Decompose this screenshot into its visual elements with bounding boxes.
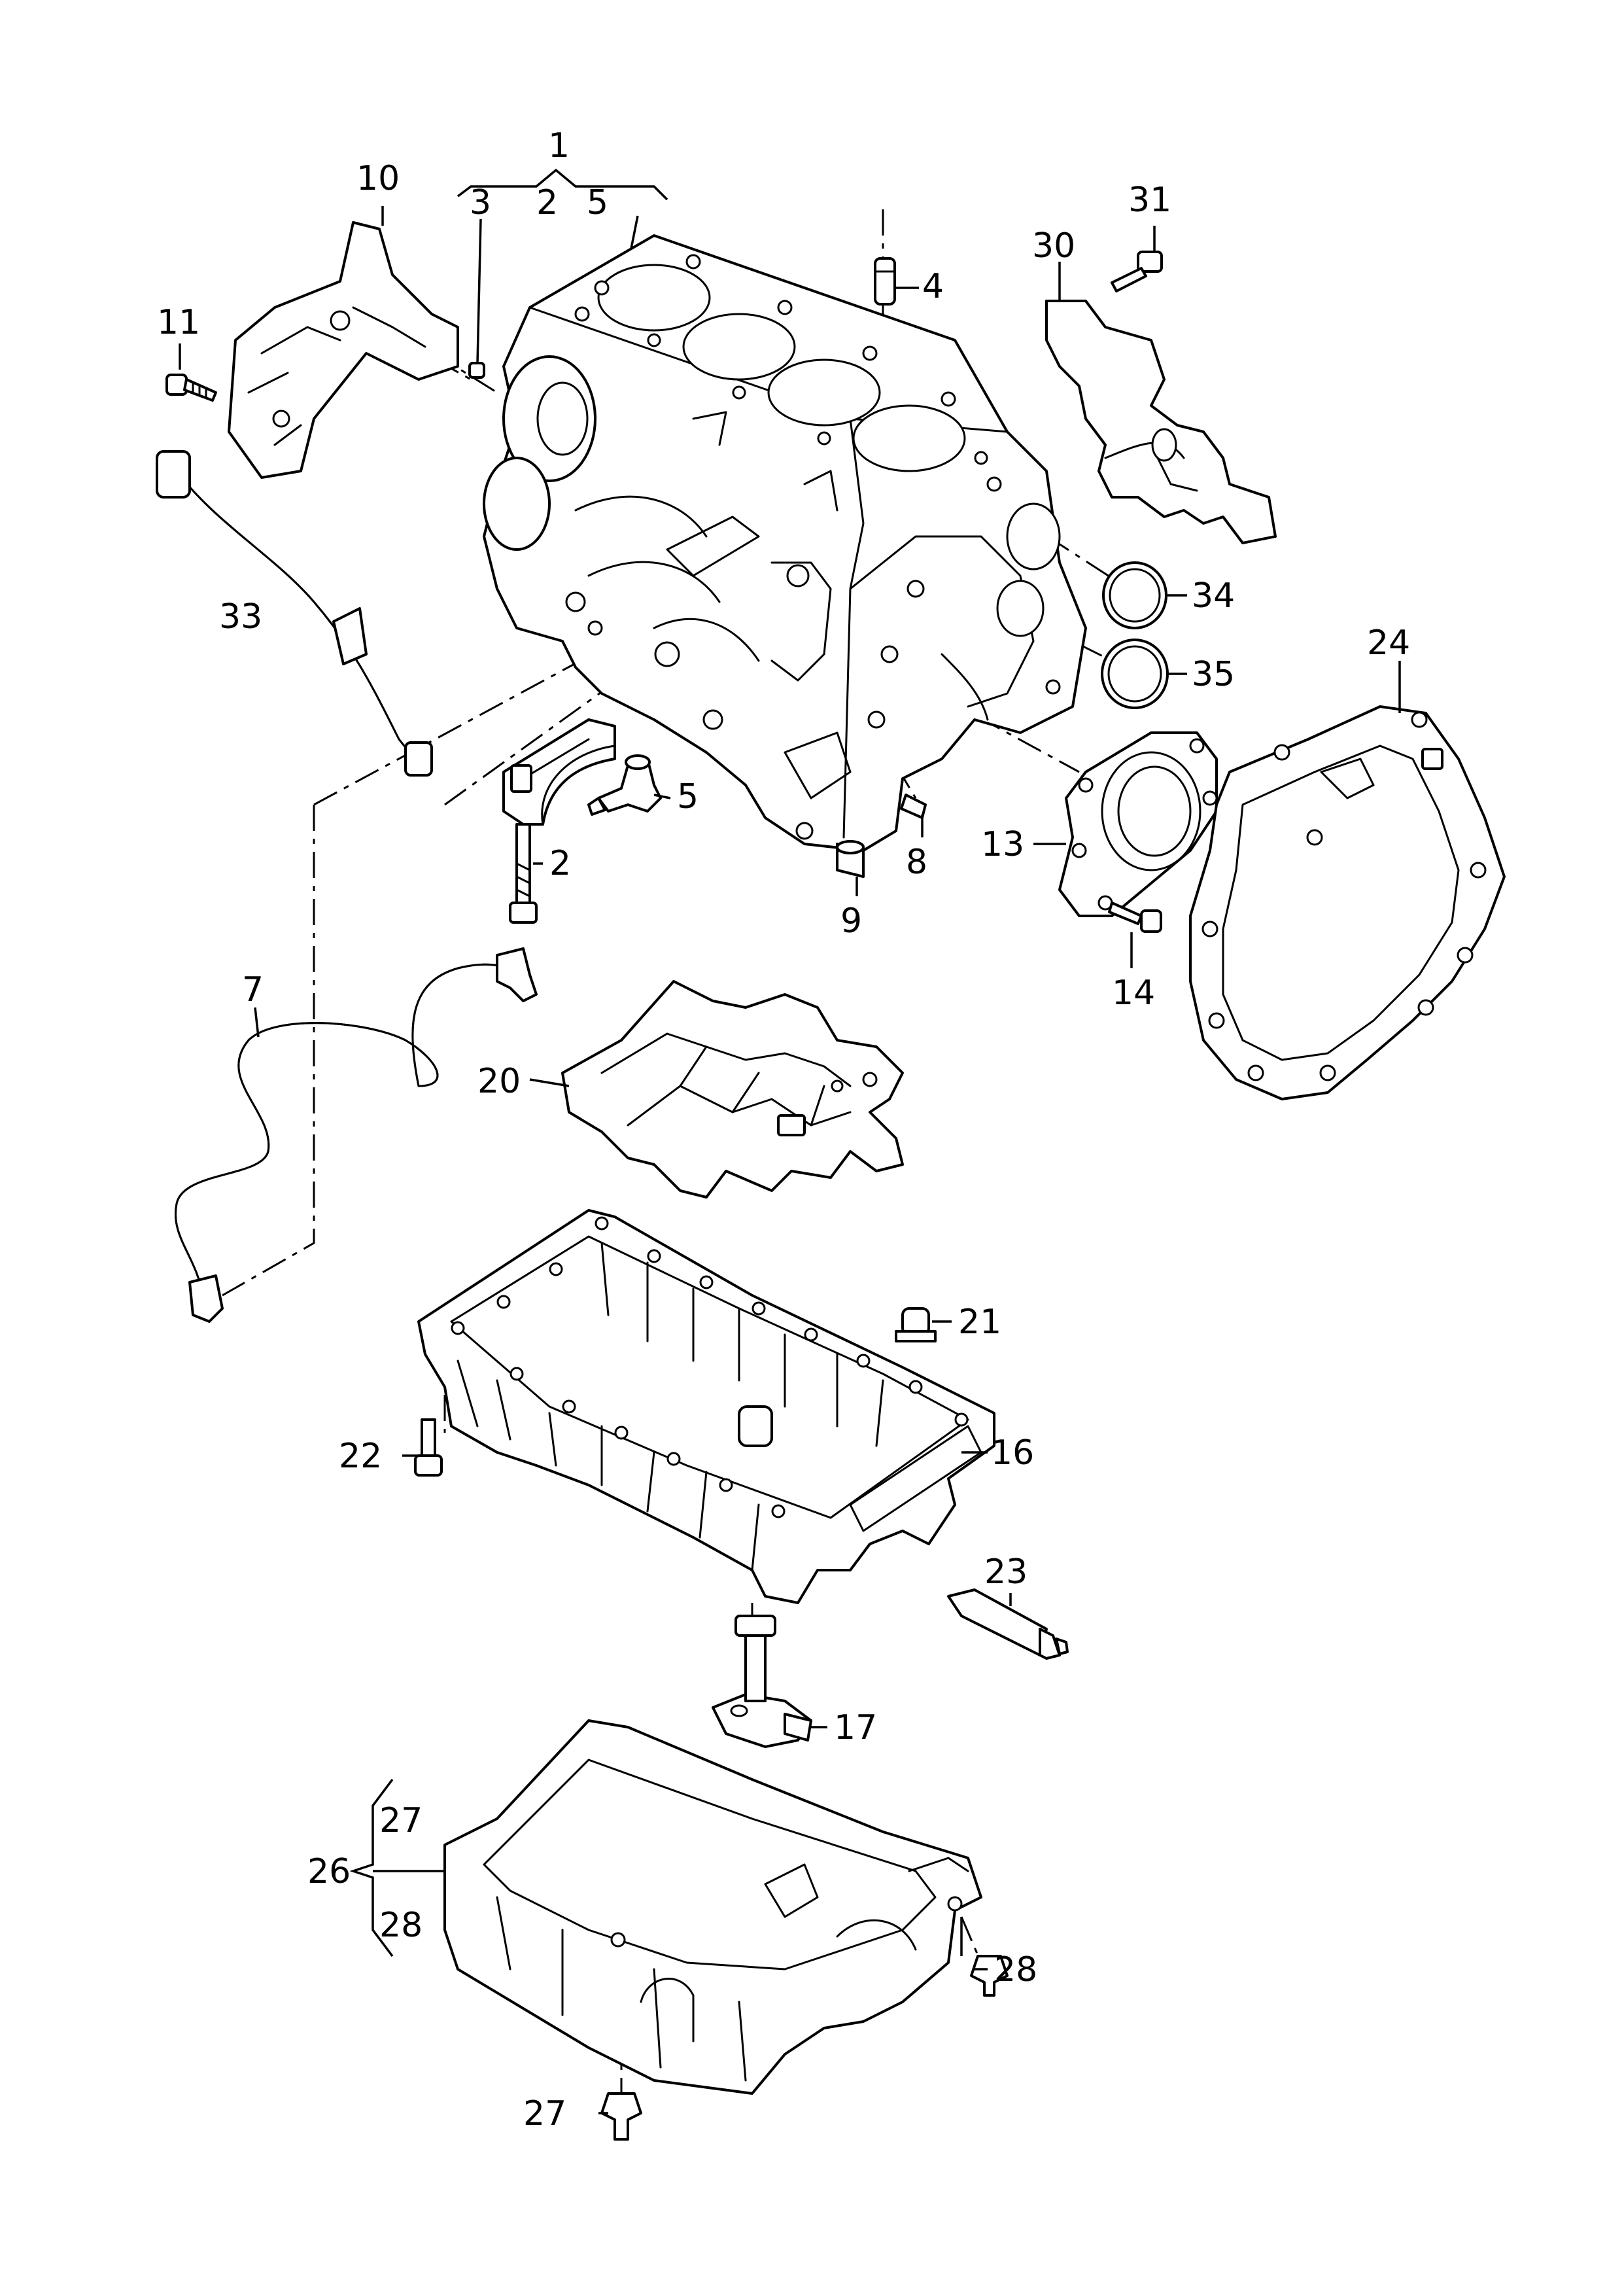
leader-lines: [179, 168, 1401, 2114]
callout-24: 24: [1367, 623, 1410, 663]
callout-2-top: 2: [536, 183, 558, 222]
callout-13: 13: [981, 825, 1024, 864]
part-4-dowel: [874, 257, 896, 306]
part-5-spray-nozzle: [587, 754, 662, 816]
callout-31: 31: [1128, 181, 1171, 220]
part-11-bolt: [165, 374, 217, 402]
callout-16: 16: [991, 1433, 1034, 1473]
part-9-sleeve: [836, 840, 865, 878]
part-13-seal-flange: [1058, 731, 1218, 917]
callout-30: 30: [1032, 226, 1075, 266]
callout-1: 1: [548, 126, 570, 166]
callout-28-right: 28: [994, 1950, 1037, 1989]
part-17-oil-level-sensor: [712, 1615, 812, 1748]
callout-3: 3: [470, 183, 491, 222]
part-10-bracket: [228, 221, 459, 479]
part-27-plug: [600, 2092, 642, 2141]
callout-22: 22: [339, 1437, 382, 1476]
part-34-seal-ring: [1102, 561, 1167, 629]
part-23-sealant-tube: [947, 1588, 1069, 1660]
callout-33: 33: [219, 597, 262, 637]
callout-9: 9: [840, 902, 862, 941]
callout-7: 7: [242, 970, 264, 1009]
callout-14: 14: [1112, 973, 1155, 1013]
part-7-oil-line: [175, 947, 538, 1323]
callout-2-bottom: 2: [549, 844, 571, 883]
part-20-baffle: [561, 980, 904, 1199]
part-1-engine-block: [483, 234, 1087, 852]
part-26-lower-oil-pan: [443, 1719, 982, 2095]
callout-4: 4: [922, 267, 944, 306]
callout-34: 34: [1192, 576, 1235, 616]
part-28-clip: [970, 1955, 1009, 1997]
callout-21: 21: [958, 1303, 1001, 1342]
callout-5-bottom: 5: [677, 777, 699, 816]
callout-17: 17: [834, 1708, 877, 1747]
part-30-heat-shield: [1045, 300, 1277, 544]
part-33-dipstick-tube: [156, 450, 433, 777]
part-35-seal-ring: [1101, 639, 1169, 709]
part-24-gasket: [1189, 705, 1506, 1100]
part-31-bolt: [1111, 251, 1163, 292]
part-14-bolt: [1108, 902, 1162, 933]
callout-10: 10: [356, 159, 400, 198]
callout-8: 8: [906, 843, 927, 882]
part-22-bolt: [414, 1418, 443, 1477]
part-16-upper-oil-pan: [417, 1209, 995, 1604]
callout-35: 35: [1192, 655, 1235, 694]
callout-5-top: 5: [587, 183, 608, 222]
part-2-bearing-cap: [502, 718, 616, 924]
callout-27-top: 27: [379, 1801, 423, 1840]
callout-20: 20: [477, 1062, 521, 1101]
part-3-plug: [468, 362, 485, 379]
callout-11: 11: [157, 303, 200, 342]
callout-26: 26: [307, 1852, 351, 1891]
callout-27-bottom: 27: [523, 2094, 566, 2133]
callout-28-left: 28: [379, 1906, 423, 1945]
part-8-dowel: [900, 794, 927, 819]
part-21-drain-plug: [895, 1307, 937, 1342]
callout-labels: 1 3 2 5 10 11 4 31 30 33 34 35 24 5 2 8 …: [157, 126, 1410, 2133]
callout-23: 23: [984, 1552, 1028, 1592]
